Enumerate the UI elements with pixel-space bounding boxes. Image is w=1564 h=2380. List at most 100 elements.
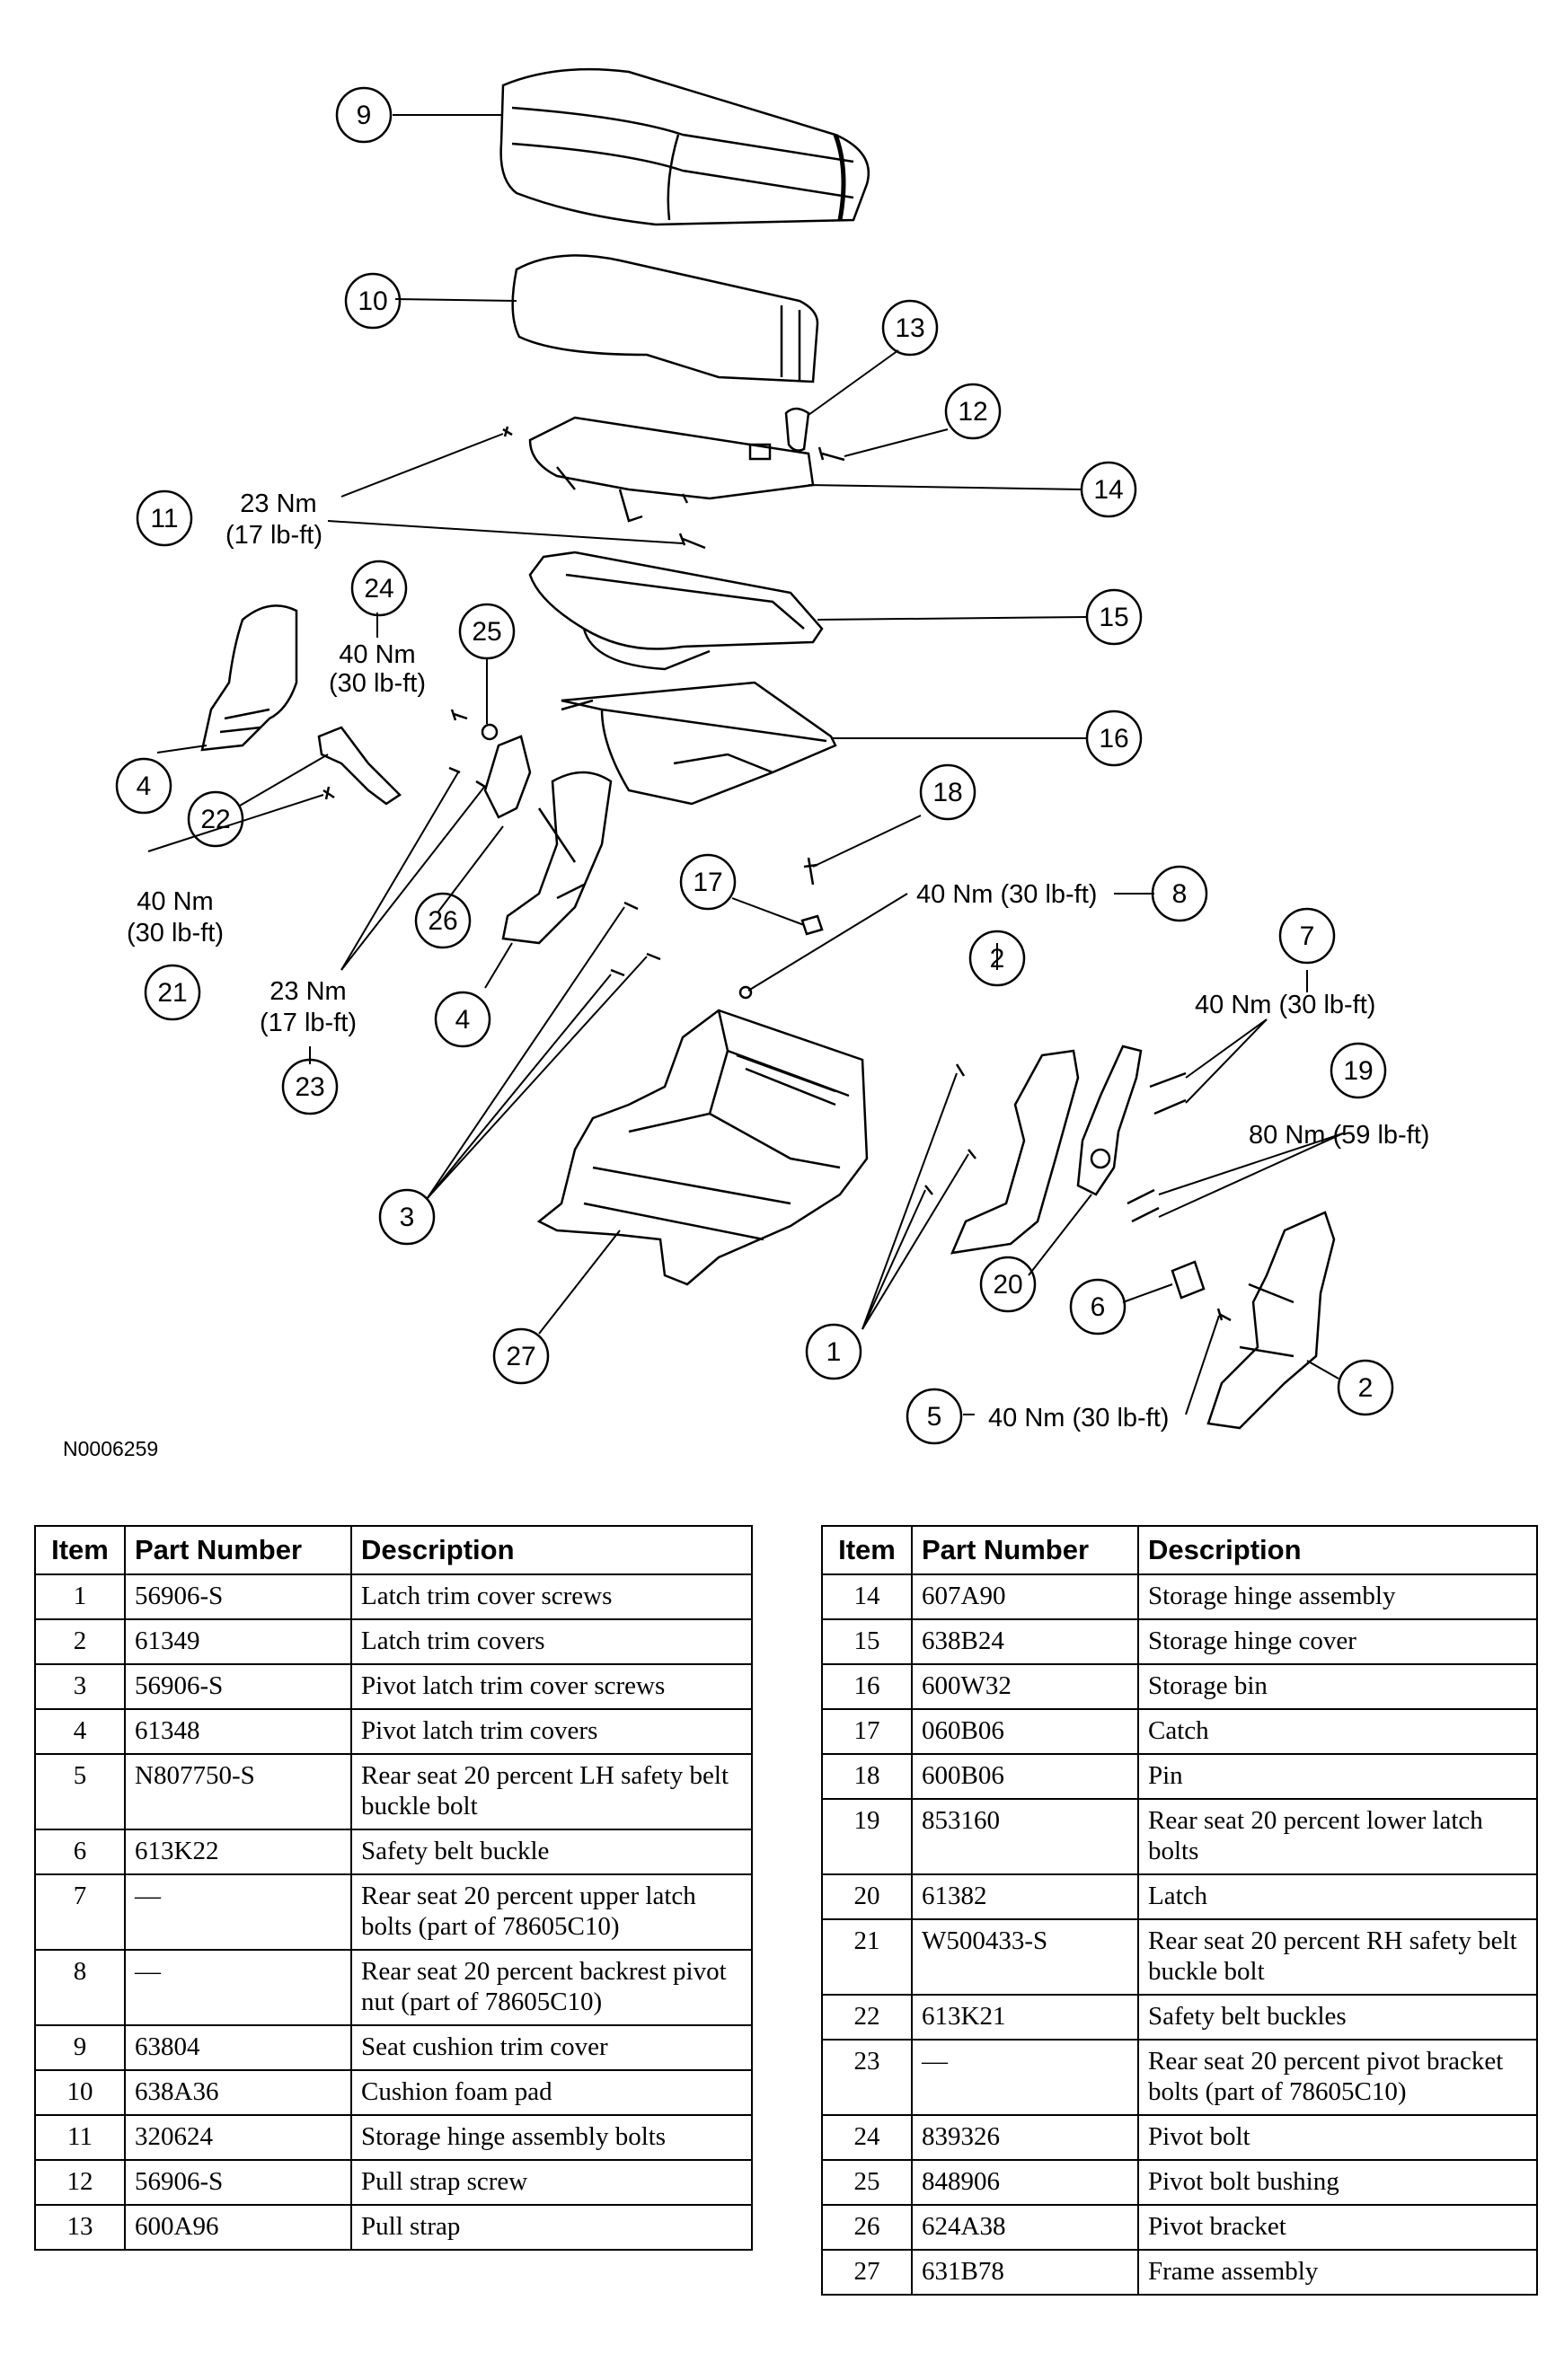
header-item: Item: [821, 1525, 913, 1575]
callout-15: 15: [1085, 588, 1143, 646]
leader-lines: [147, 114, 1344, 1415]
item-cell: 8: [34, 1949, 126, 2026]
part-number-cell: 56906-S: [124, 1573, 352, 1620]
part-number-cell: 607A90: [911, 1573, 1139, 1620]
item-cell: 24: [821, 2114, 913, 2161]
item-cell: 14: [821, 1573, 913, 1620]
description-cell: Pivot bolt bushing: [1137, 2159, 1538, 2206]
pull-strap-screw: [817, 446, 845, 462]
item-cell: 13: [34, 2204, 126, 2251]
part-number-cell: —: [911, 2039, 1139, 2116]
table-row: 7—Rear seat 20 percent upper latch bolts…: [34, 1873, 753, 1951]
safety-belt-buckles: [317, 726, 402, 806]
description-cell: Catch: [1137, 1708, 1538, 1755]
description-cell: Pull strap screw: [350, 2159, 753, 2206]
item-cell: 7: [34, 1873, 126, 1951]
item-cell: 4: [34, 1708, 126, 1755]
latch-trim-cover-upper: [950, 1049, 1080, 1255]
svg-text:1: 1: [826, 1337, 842, 1367]
item-cell: 18: [821, 1753, 913, 1800]
part-number-cell: 61382: [911, 1873, 1139, 1920]
description-cell: Latch: [1137, 1873, 1538, 1920]
pivot-latch-trim-cover-upper: [200, 604, 298, 752]
table-header-row: Item Part Number Description: [821, 1525, 1538, 1575]
svg-text:7: 7: [1300, 921, 1315, 951]
callout-19: 19: [1330, 1042, 1387, 1099]
torque-7: 40 Nm (30 lb-ft): [1195, 991, 1375, 1019]
item-cell: 21: [821, 1918, 913, 1996]
callout-10: 10: [344, 272, 402, 330]
description-cell: Pull strap: [350, 2204, 753, 2251]
part-number-cell: 56906-S: [124, 1663, 352, 1710]
storage-bin: [561, 681, 837, 806]
svg-text:14: 14: [1093, 475, 1123, 505]
item-cell: 17: [821, 1708, 913, 1755]
part-number-cell: 853160: [911, 1798, 1139, 1875]
item-cell: 26: [821, 2204, 913, 2251]
part-number-cell: 600A96: [124, 2204, 352, 2251]
description-cell: Storage bin: [1137, 1663, 1538, 1710]
item-cell: 23: [821, 2039, 913, 2116]
torque-11: 23 Nm: [240, 489, 316, 518]
callout-21: 21: [144, 964, 201, 1021]
part-number-cell: 61349: [124, 1618, 352, 1665]
callout-25: 25: [458, 603, 516, 660]
item-cell: 15: [821, 1618, 913, 1665]
storage-hinge-cover: [528, 551, 824, 671]
svg-text:23: 23: [295, 1072, 324, 1102]
callout-5: 5: [906, 1388, 963, 1445]
torque-5: 40 Nm (30 lb-ft): [988, 1404, 1169, 1432]
pivot-bolt-bushing: [481, 723, 499, 741]
part-number-cell: 638B24: [911, 1618, 1139, 1665]
table-header-row: Item Part Number Description: [34, 1525, 753, 1575]
part-number-cell: 638A36: [124, 2069, 352, 2116]
svg-text:12: 12: [958, 397, 987, 427]
description-cell: Seat cushion trim cover: [350, 2024, 753, 2071]
svg-text:10: 10: [358, 286, 387, 316]
item-cell: 12: [34, 2159, 126, 2206]
part-number-cell: 848906: [911, 2159, 1139, 2206]
hinge-bolt: [678, 533, 706, 550]
buckle-bolt: [323, 786, 335, 800]
storage-hinge-assembly: [502, 416, 815, 523]
part-number-cell: —: [124, 1873, 352, 1951]
svg-text:25: 25: [472, 617, 501, 647]
description-cell: Storage hinge cover: [1137, 1618, 1538, 1665]
description-cell: Safety belt buckle: [350, 1829, 753, 1875]
callout-4-upper: 4: [115, 757, 172, 815]
part-number-cell: 613K21: [911, 1994, 1139, 2041]
callout-23: 23: [281, 1058, 339, 1115]
svg-text:5: 5: [927, 1402, 942, 1432]
svg-text:6: 6: [1091, 1292, 1106, 1322]
svg-text:20: 20: [993, 1270, 1022, 1300]
header-description: Description: [1137, 1525, 1538, 1575]
part-number-cell: 320624: [124, 2114, 352, 2161]
table-row: 23—Rear seat 20 percent pivot bracket bo…: [821, 2039, 1538, 2116]
description-cell: Cushion foam pad: [350, 2069, 753, 2116]
svg-text:4: 4: [455, 1005, 471, 1035]
exploded-seat-diagram: 9 10 13 12 14 11 24 25 15 16 4 22 18 17 …: [115, 67, 1429, 1445]
part-number-cell: 600W32: [911, 1663, 1139, 1710]
header-item: Item: [34, 1525, 126, 1575]
svg-text:11: 11: [150, 504, 178, 533]
part-number-cell: 61348: [124, 1708, 352, 1755]
svg-text:2: 2: [1358, 1373, 1374, 1403]
svg-text:4: 4: [137, 771, 152, 801]
callout-6: 6: [1069, 1278, 1127, 1335]
svg-text:19: 19: [1343, 1056, 1373, 1086]
pivot-bolt: [450, 709, 468, 721]
